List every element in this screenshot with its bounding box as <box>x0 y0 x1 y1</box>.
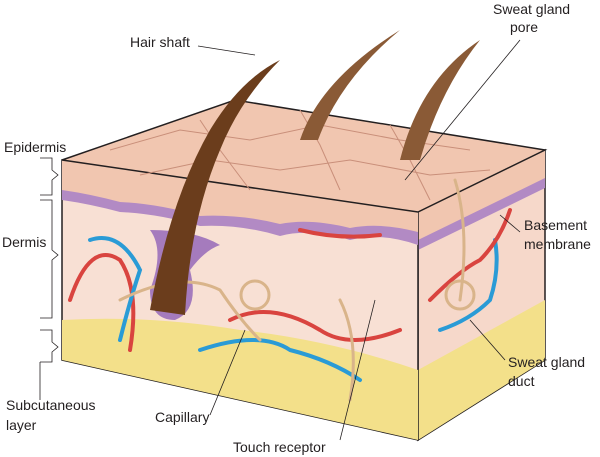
label-subcutaneous-line2: layer <box>6 417 37 433</box>
label-basement-membrane-line1: Basement <box>524 217 587 233</box>
block-front-face <box>61 159 419 441</box>
label-hair-shaft: Hair shaft <box>130 34 190 50</box>
label-sweat-gland-pore-line1: Sweat gland <box>493 1 570 17</box>
label-sweat-gland-pore-line2: pore <box>510 19 538 35</box>
label-capillary: Capillary <box>155 409 209 425</box>
block-right-face <box>417 148 546 442</box>
vessels <box>68 178 512 402</box>
label-dermis: Dermis <box>2 234 46 250</box>
hair-shafts <box>150 30 480 315</box>
label-basement-membrane-line2: membrane <box>524 236 591 252</box>
label-subcutaneous-line1: Subcutaneous <box>6 397 96 413</box>
label-epidermis: Epidermis <box>4 139 66 155</box>
label-sweat-gland-duct-line2: duct <box>508 373 535 389</box>
label-touch-receptor: Touch receptor <box>233 439 326 455</box>
label-sweat-gland-duct-line1: Sweat gland <box>508 354 585 370</box>
leader-lines <box>39 39 521 441</box>
